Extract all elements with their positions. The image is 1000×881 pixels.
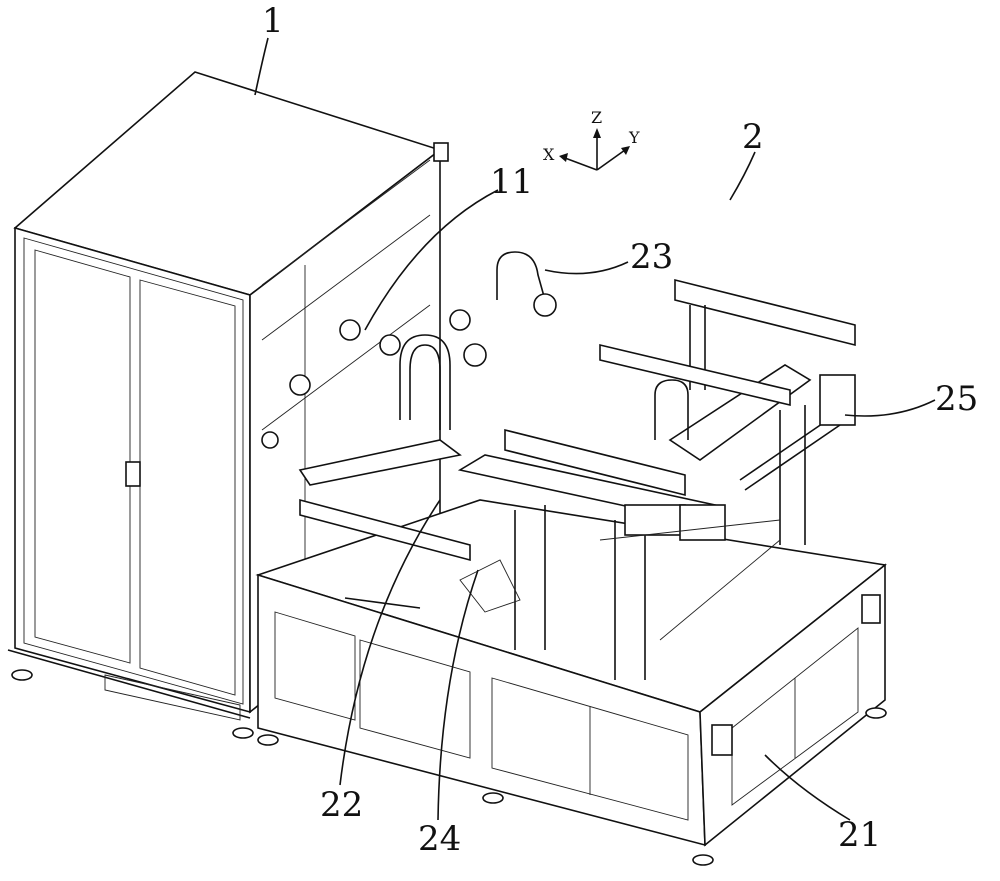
label-11: 11 (490, 162, 534, 202)
label-25: 25 (935, 379, 979, 419)
axis-x-label: X (543, 145, 555, 164)
label-23: 23 (630, 237, 674, 277)
axis-y-label: Y (629, 128, 640, 147)
label-2: 2 (742, 117, 764, 157)
label-24: 24 (418, 819, 462, 859)
machine-base (255, 499, 887, 866)
label-1: 1 (262, 1, 284, 41)
machine-frame (261, 251, 856, 680)
label-22: 22 (320, 785, 364, 825)
leader-lines (254, 37, 936, 821)
axis-z-label: Z (591, 108, 603, 127)
label-21: 21 (838, 815, 882, 855)
